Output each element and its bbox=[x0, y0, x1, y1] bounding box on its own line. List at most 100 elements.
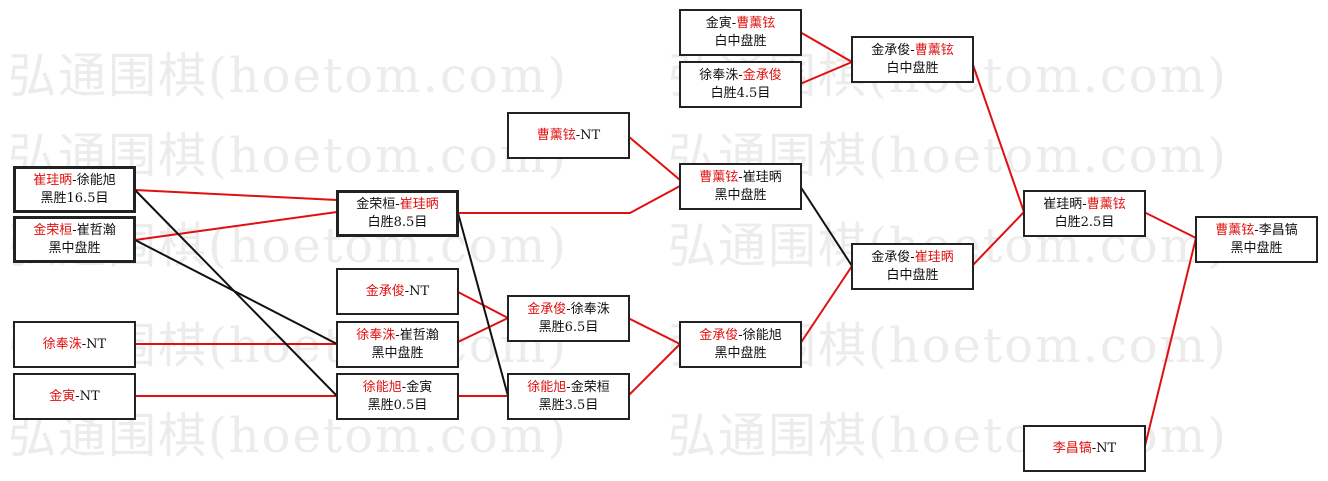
watermark-text: 弘通围棋(hoetom.com) bbox=[8, 48, 568, 104]
win-connector bbox=[457, 317, 509, 343]
player-segment: -NT bbox=[404, 283, 430, 299]
player-segment: 金承俊- bbox=[871, 42, 915, 58]
loss-connector bbox=[799, 185, 853, 267]
player-segment: -NT bbox=[75, 388, 100, 404]
match-players: 徐奉洙-金承俊 bbox=[699, 67, 781, 85]
match-result: 白中盘胜 bbox=[714, 33, 767, 49]
match-box-r1a: 崔珪昞-徐能旭 黑胜16.5目 bbox=[13, 166, 136, 213]
match-result: 黑中盘胜 bbox=[714, 187, 767, 203]
loss-connector bbox=[134, 239, 338, 345]
player-segment: 金寅- bbox=[705, 15, 737, 31]
match-box-r2b: 金承俊-NT bbox=[336, 268, 459, 315]
player-segment: -徐能旭 bbox=[738, 327, 782, 343]
match-players: 崔珪昞-徐能旭 bbox=[33, 172, 115, 190]
match-players: 李昌镐-NT bbox=[1053, 440, 1116, 458]
match-box-r6a: 崔珪昞-曹薰铉 白胜2.5目 bbox=[1023, 190, 1146, 237]
player-segment: 徐奉洙 bbox=[42, 336, 82, 352]
match-players: 曹薰铉-NT bbox=[537, 127, 600, 145]
match-result: 黑中盘胜 bbox=[48, 240, 101, 256]
player-segment: 徐奉洙 bbox=[356, 327, 396, 343]
match-players: 金承俊-徐奉洙 bbox=[527, 301, 609, 319]
match-players: 金承俊-曹薰铉 bbox=[871, 42, 953, 60]
match-result: 白胜2.5目 bbox=[1054, 214, 1115, 230]
win-connector bbox=[799, 31, 853, 63]
player-segment: -崔哲瀚 bbox=[72, 222, 116, 238]
win-connector bbox=[971, 61, 1025, 213]
player-segment: 崔珪昞 bbox=[399, 196, 439, 212]
match-box-r2a: 金荣桓-崔珪昞 白胜8.5目 bbox=[336, 190, 459, 237]
player-segment: 崔珪昞- bbox=[1043, 196, 1087, 212]
match-box-r3b: 金承俊-徐奉洙 黑胜6.5目 bbox=[507, 295, 630, 342]
match-result: 黑中盘胜 bbox=[371, 345, 424, 361]
match-box-r6b: 李昌镐-NT bbox=[1023, 425, 1146, 472]
player-segment: -徐奉洙 bbox=[566, 301, 610, 317]
win-connector bbox=[458, 185, 681, 214]
match-players: 金荣桓-崔珪昞 bbox=[356, 196, 438, 214]
match-box-r5b: 金承俊-崔珪昞 白中盘胜 bbox=[851, 243, 974, 290]
player-segment: 曹薰铉 bbox=[536, 127, 576, 143]
match-box-r1d: 金寅-NT bbox=[13, 373, 136, 420]
win-connector bbox=[1143, 237, 1197, 451]
win-connector bbox=[134, 211, 338, 241]
win-connector bbox=[627, 317, 681, 345]
match-result: 黑胜6.5目 bbox=[538, 319, 599, 335]
match-players: 金荣桓-崔哲瀚 bbox=[33, 222, 115, 240]
loss-connector bbox=[457, 212, 509, 397]
player-segment: 金承俊 bbox=[742, 67, 782, 83]
match-players: 金寅-曹薰铉 bbox=[706, 15, 775, 33]
player-segment: 李昌镐 bbox=[1052, 440, 1092, 456]
player-segment: 徐能旭 bbox=[362, 379, 402, 395]
match-result: 黑中盘胜 bbox=[1230, 240, 1283, 256]
match-result: 白中盘胜 bbox=[886, 60, 939, 76]
match-players: 曹薰铉-李昌镐 bbox=[1215, 222, 1297, 240]
player-segment: 崔珪昞 bbox=[914, 249, 954, 265]
match-result: 黑中盘胜 bbox=[714, 345, 767, 361]
player-segment: 金荣桓 bbox=[33, 222, 73, 238]
match-box-r3a: 曹薰铉-NT bbox=[507, 112, 630, 159]
match-box-r2c: 徐奉洙-崔哲瀚 黑中盘胜 bbox=[336, 321, 459, 368]
match-box-r5a: 金承俊-曹薰铉 白中盘胜 bbox=[851, 36, 974, 83]
match-box-r1c: 徐奉洙-NT bbox=[13, 321, 136, 368]
player-segment: 金承俊 bbox=[699, 327, 739, 343]
match-box-r4a: 金寅-曹薰铉 白中盘胜 bbox=[679, 9, 802, 56]
win-connector bbox=[1143, 211, 1197, 239]
match-result: 白中盘胜 bbox=[886, 267, 939, 283]
match-players: 金承俊-崔珪昞 bbox=[871, 249, 953, 267]
match-box-r2d: 徐能旭-金寅 黑胜0.5目 bbox=[336, 373, 459, 420]
win-connector bbox=[627, 135, 681, 181]
player-segment: -NT bbox=[575, 127, 601, 143]
match-players: 金寅-NT bbox=[49, 388, 99, 406]
player-segment: 金承俊 bbox=[527, 301, 567, 317]
player-segment: 曹薰铉 bbox=[699, 169, 739, 185]
match-players: 徐奉洙-崔哲瀚 bbox=[356, 327, 438, 345]
player-segment: 徐奉洙- bbox=[699, 67, 743, 83]
win-connector bbox=[971, 211, 1025, 267]
player-segment: -崔珪昞 bbox=[738, 169, 782, 185]
match-box-r3c: 徐能旭-金荣桓 黑胜3.5目 bbox=[507, 373, 630, 420]
match-players: 金承俊-徐能旭 bbox=[699, 327, 781, 345]
player-segment: 徐能旭 bbox=[527, 379, 567, 395]
player-segment: 曹薰铉 bbox=[914, 42, 954, 58]
player-segment: -李昌镐 bbox=[1254, 222, 1298, 238]
win-connector bbox=[799, 265, 853, 345]
match-result: 黑胜0.5目 bbox=[367, 397, 428, 413]
player-segment: 金承俊 bbox=[365, 283, 405, 299]
player-segment: -崔哲瀚 bbox=[395, 327, 439, 343]
match-result: 白胜4.5目 bbox=[710, 85, 771, 101]
match-players: 徐能旭-金寅 bbox=[363, 379, 432, 397]
player-segment: -NT bbox=[1091, 440, 1117, 456]
win-connector bbox=[799, 61, 853, 85]
player-segment: 曹薰铉 bbox=[1215, 222, 1255, 238]
match-players: 金承俊-NT bbox=[366, 283, 429, 301]
player-segment: 金寅 bbox=[49, 388, 76, 404]
match-players: 徐能旭-金荣桓 bbox=[527, 379, 609, 397]
match-result: 黑胜16.5目 bbox=[40, 190, 109, 206]
match-box-r4d: 金承俊-徐能旭 黑中盘胜 bbox=[679, 321, 802, 368]
player-segment: 金荣桓- bbox=[356, 196, 400, 212]
player-segment: 曹薰铉 bbox=[1086, 196, 1126, 212]
match-box-r1b: 金荣桓-崔哲瀚 黑中盘胜 bbox=[13, 216, 136, 263]
match-players: 崔珪昞-曹薰铉 bbox=[1043, 196, 1125, 214]
match-result: 黑胜3.5目 bbox=[538, 397, 599, 413]
match-box-final: 曹薰铉-李昌镐 黑中盘胜 bbox=[1195, 216, 1318, 263]
